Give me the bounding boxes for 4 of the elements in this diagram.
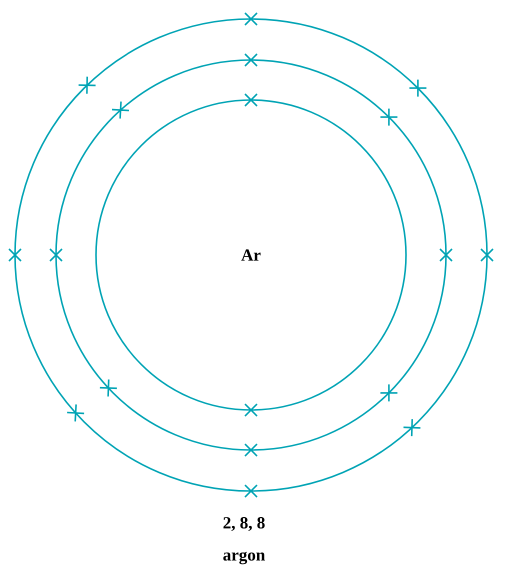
caption-text: argon — [223, 552, 265, 564]
shell-circle — [14, 18, 488, 492]
caption-text: 2, 8, 8 — [223, 517, 265, 531]
shell-circle — [55, 59, 447, 451]
